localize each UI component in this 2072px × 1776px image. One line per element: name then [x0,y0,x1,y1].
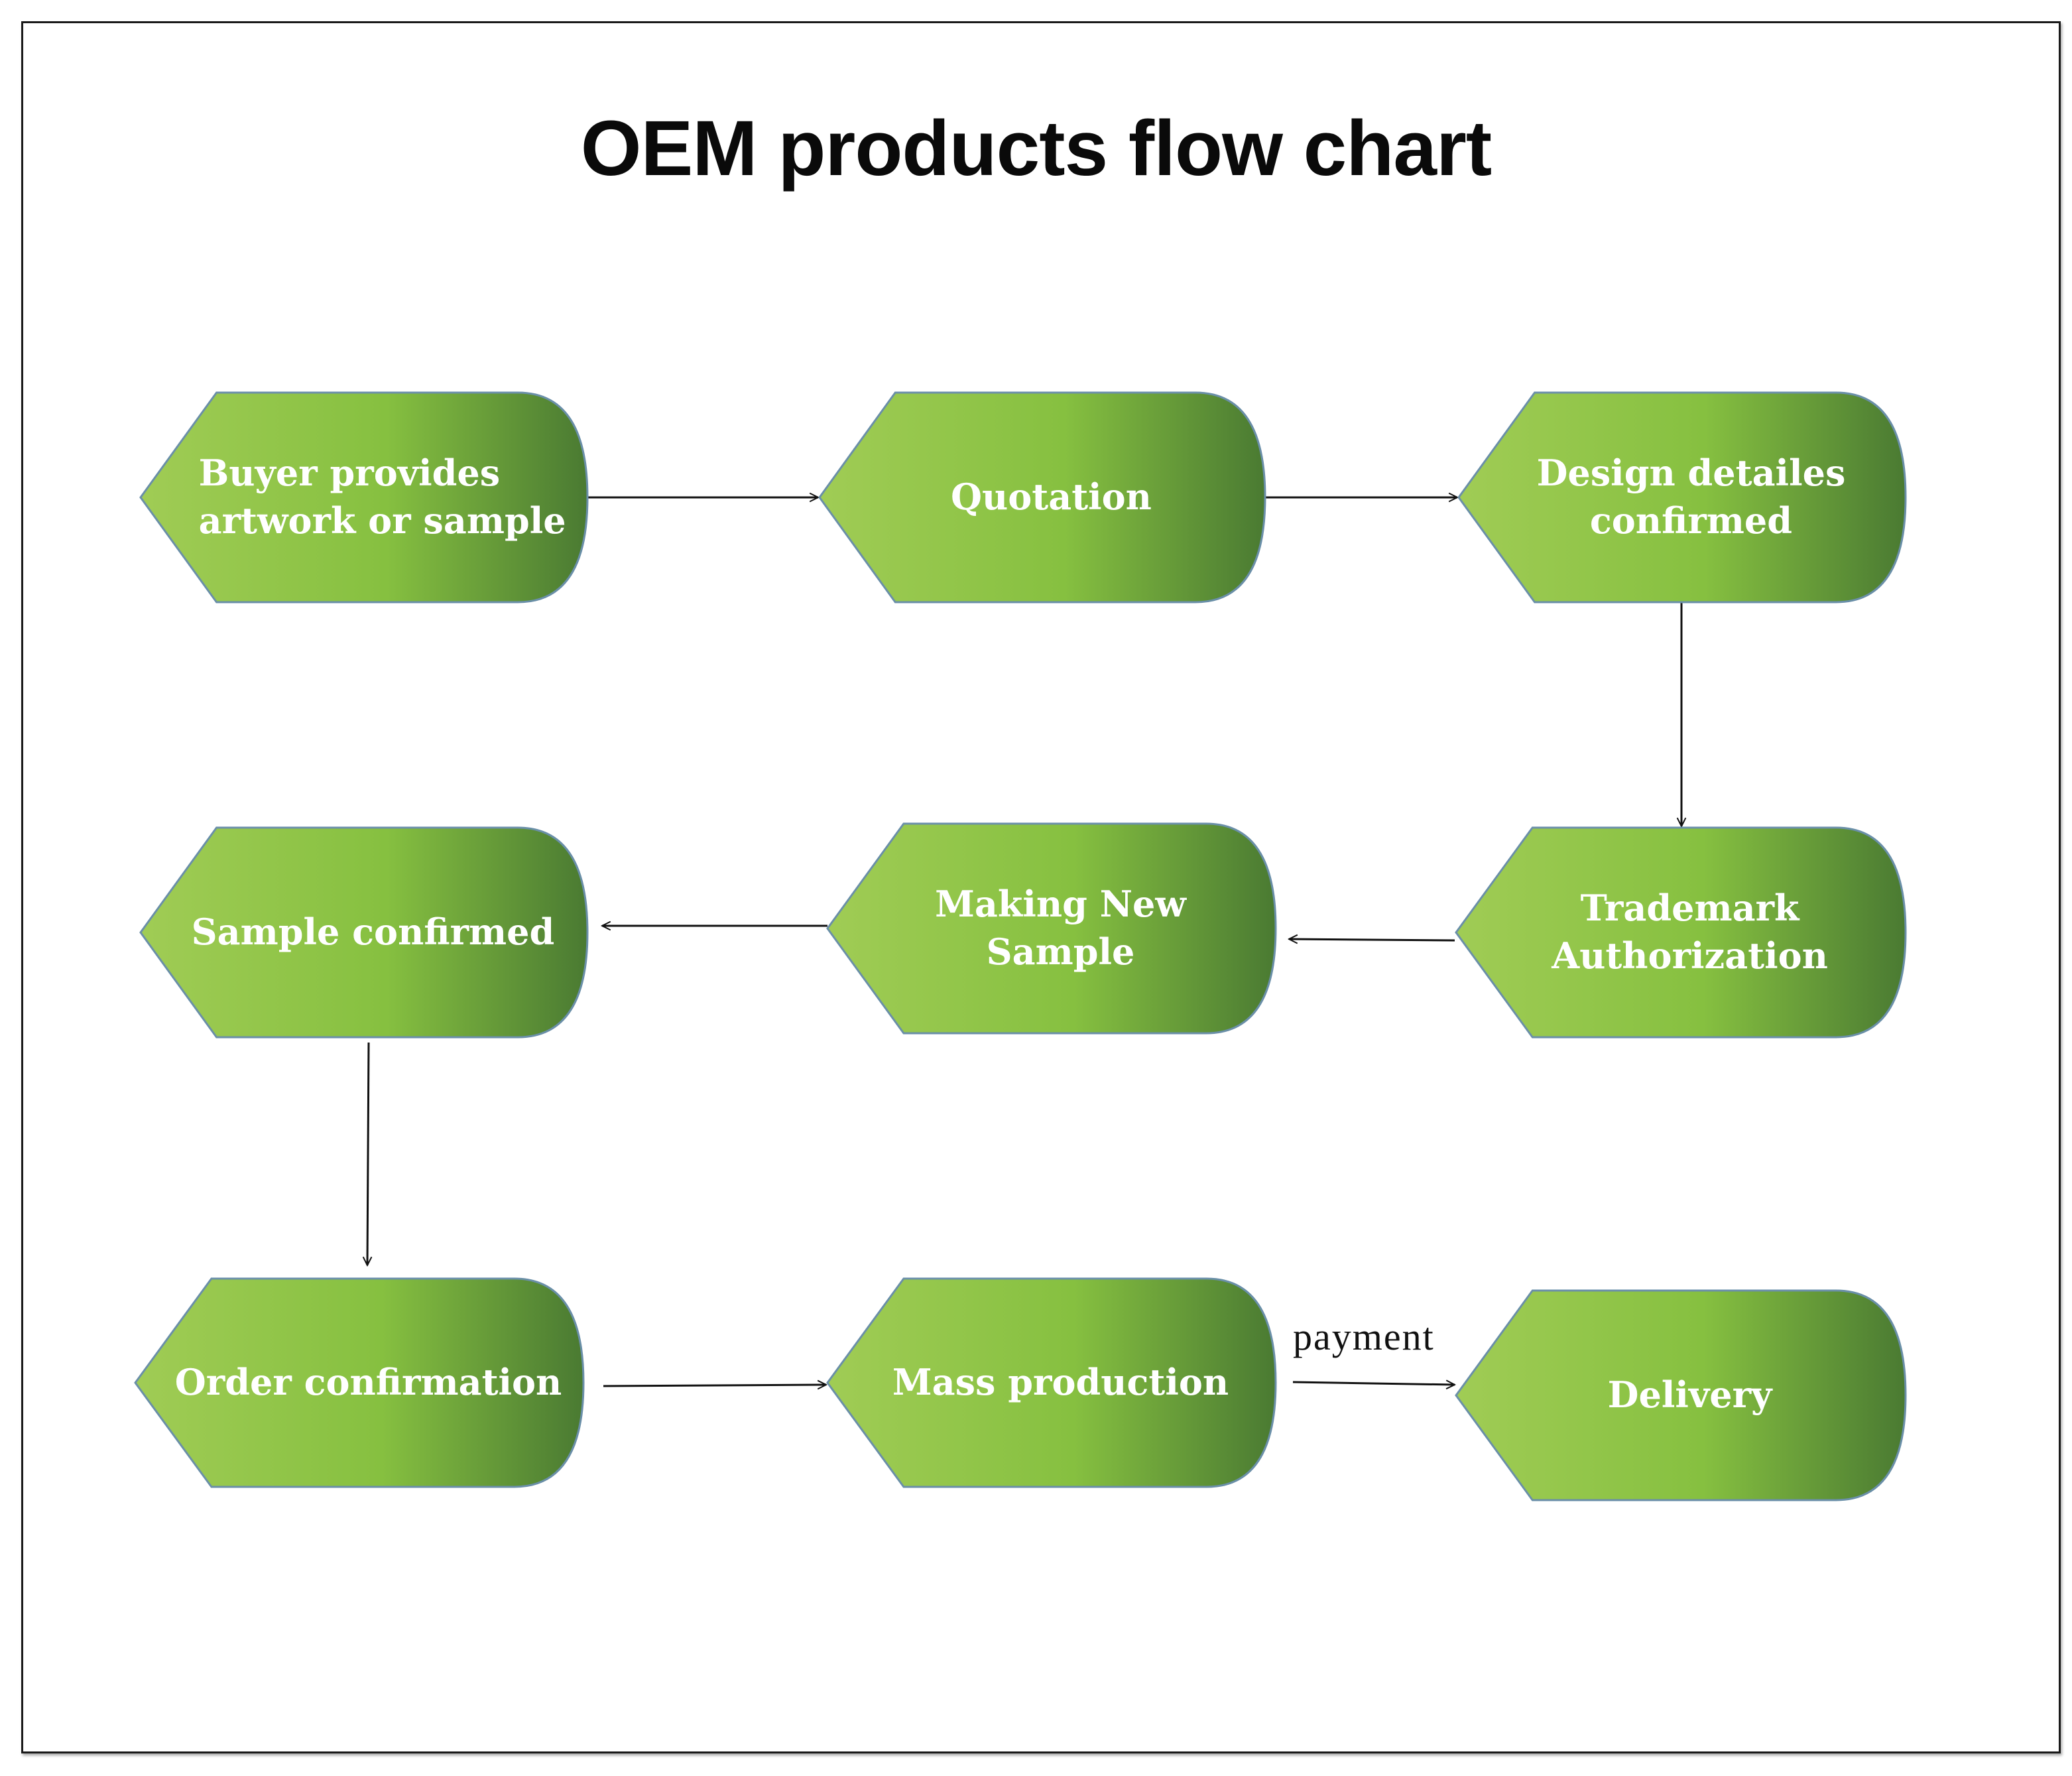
node-label: Quotation [951,476,1152,518]
arrow-order-to-mass [603,1385,826,1386]
diagram-title: OEM products flow chart [580,105,1492,192]
node-shape [1455,1289,1907,1501]
nodes-layer: Buyer provides artwork or sample Quotation… [134,391,1907,1501]
node-shape [139,826,589,1039]
node-quotation: Quotation [818,391,1266,603]
node-shape [826,822,1277,1035]
node-label: Order confirmation [175,1361,562,1403]
node-order: Order confirmation [134,1277,585,1488]
node-mass: Mass production [826,1277,1277,1488]
node-label: Design detailes [1537,452,1846,494]
node-shape [1457,391,1907,603]
arrow-mass-to-delivery [1292,1382,1455,1385]
node-sample: Sample confirmed [139,826,589,1039]
node-buyer: Buyer provides artwork or sample [139,391,589,603]
node-shape [1455,826,1907,1039]
node-label: Authorization [1551,934,1828,977]
node-shape [818,391,1266,603]
edges-layer [367,497,1681,1386]
arrow-trademark-to-making [1289,939,1455,940]
arrow-sample-to-order [367,1042,369,1265]
node-label: artwork or sample [199,499,566,542]
node-shape [139,391,589,603]
node-label: Delivery [1608,1373,1773,1416]
node-label: Sample confirmed [192,911,555,953]
node-label: Trademark [1581,887,1800,929]
node-delivery: Delivery [1455,1289,1907,1501]
node-label: Sample [987,930,1135,973]
node-label: Mass production [892,1361,1229,1403]
node-label: Buyer provides [199,452,501,494]
node-shape [826,1277,1277,1488]
node-shape [134,1277,585,1488]
node-design: Design detailes confirmed [1457,391,1907,603]
node-label: Making New [935,883,1187,925]
edge-label-payment: payment [1293,1315,1435,1358]
node-label: confirmed [1590,499,1792,542]
